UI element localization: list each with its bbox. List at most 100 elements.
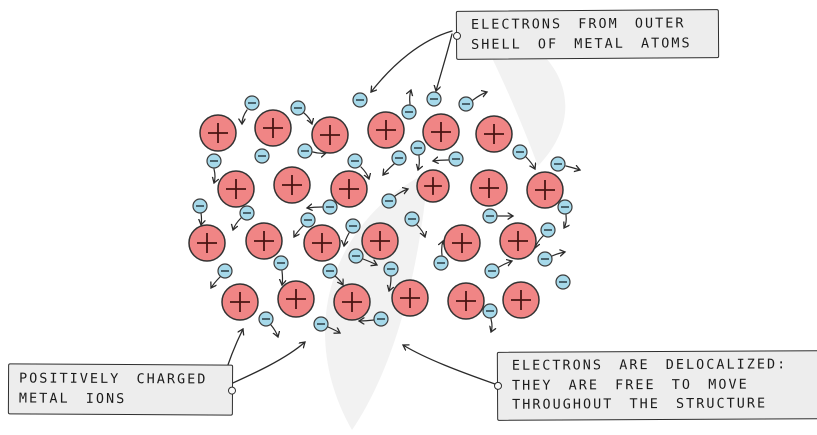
electron-motion-arrow xyxy=(334,275,343,285)
electron xyxy=(206,153,222,169)
electron xyxy=(482,303,498,319)
metal-ion xyxy=(273,166,311,204)
metal-ion xyxy=(443,224,481,262)
electron xyxy=(322,199,338,215)
callout-connector-dot xyxy=(493,382,503,391)
metal-ion xyxy=(416,169,450,203)
callout-text-line: ELECTRONS ARE DELOCALIZED: xyxy=(511,356,788,374)
metal-ion xyxy=(311,116,349,154)
watermark-shape xyxy=(325,172,428,430)
electrons-layer xyxy=(192,91,573,332)
electron xyxy=(348,248,364,264)
electron xyxy=(410,140,426,156)
electron xyxy=(401,104,417,120)
electron xyxy=(448,151,464,167)
metal-ion xyxy=(277,280,315,318)
electron xyxy=(557,199,573,215)
electron-motion-arrow xyxy=(214,168,215,183)
electron xyxy=(192,198,208,214)
callout-connector-dot xyxy=(452,31,462,40)
metal-ion xyxy=(254,109,292,147)
electron-motion-arrow xyxy=(491,318,492,332)
electron-motion-arrow xyxy=(344,232,350,246)
electron xyxy=(239,205,255,221)
electron xyxy=(484,263,500,279)
electron xyxy=(383,261,399,277)
metal-ion xyxy=(526,171,564,209)
electron xyxy=(381,193,397,209)
callout-text-line: SHELL OF METAL ATOMS xyxy=(471,34,692,53)
electron-motion-arrow xyxy=(383,163,395,175)
metal-ion xyxy=(333,283,371,321)
electron xyxy=(290,100,306,116)
electron-motion-arrow xyxy=(433,160,449,161)
electron-motion-arrow xyxy=(389,276,391,291)
callout-electrons-delocalized: ELECTRONS ARE DELOCALIZED: THEY ARE FREE… xyxy=(493,350,817,421)
electron-motion-arrow xyxy=(565,166,580,170)
electron xyxy=(540,222,556,238)
electron-motion-arrow xyxy=(472,92,487,101)
electron-motion-arrow xyxy=(394,189,408,197)
metal-ion xyxy=(475,115,513,153)
electron-motion-arrow xyxy=(282,270,283,285)
electron xyxy=(258,311,274,327)
electron-motion-arrow xyxy=(233,217,242,230)
electron-motion-arrow xyxy=(551,252,565,256)
metal-ion xyxy=(361,222,399,260)
electron xyxy=(373,311,389,327)
metal-ion xyxy=(221,283,259,321)
callout-arrow xyxy=(436,33,453,91)
electron xyxy=(322,263,338,279)
electron xyxy=(458,96,474,112)
electron xyxy=(244,95,260,111)
callout-connector-dot xyxy=(227,386,237,395)
electron-motion-arrow xyxy=(418,155,419,170)
electron xyxy=(254,148,270,164)
metal-ion xyxy=(199,114,237,152)
electron xyxy=(347,153,363,169)
electron xyxy=(404,211,420,227)
metal-ion xyxy=(391,279,429,317)
electron-motion-arrow xyxy=(294,225,304,237)
electron xyxy=(512,144,528,160)
electron xyxy=(537,251,553,267)
metal-ion xyxy=(499,222,537,260)
callout-arrow xyxy=(371,30,453,92)
callout-positively-charged-metal-ions: POSITIVELY CHARGED METAL IONS xyxy=(7,363,237,416)
electron xyxy=(433,255,449,271)
callout-arrow xyxy=(403,345,496,385)
metal-ion xyxy=(422,113,460,151)
callout-electrons-from-outer-shell: ELECTRONS FROM OUTER SHELL OF METAL ATOM… xyxy=(452,9,720,61)
callout-text-line: METAL IONS xyxy=(18,390,127,407)
electron xyxy=(550,156,566,172)
electron-motion-arrow xyxy=(303,112,312,124)
metal-ion xyxy=(330,170,368,208)
electron-motion-arrow xyxy=(498,261,512,268)
electron-motion-arrow xyxy=(525,156,535,169)
electron xyxy=(217,263,233,279)
metal-ion xyxy=(447,282,485,320)
electron xyxy=(273,255,289,271)
metal-ions-layer xyxy=(188,109,564,321)
electron xyxy=(352,92,368,108)
electron-motion-arrow xyxy=(211,276,221,288)
electron-motion-arrow xyxy=(201,212,202,225)
electron xyxy=(297,143,313,159)
metal-ion xyxy=(217,170,255,208)
electron xyxy=(555,274,571,290)
electron-motion-arrow xyxy=(270,324,278,337)
callout-text-line: THROUGHOUT THE STRUCTURE xyxy=(512,395,768,413)
metal-ion xyxy=(303,224,341,262)
electron-motion-arrow xyxy=(312,152,326,153)
metal-ion xyxy=(502,281,540,319)
callout-text-line: ELECTRONS FROM OUTER xyxy=(470,15,686,33)
callout-arrow xyxy=(223,342,305,388)
metal-ion xyxy=(470,169,508,207)
electron-motion-arrow xyxy=(359,320,375,321)
callout-text-line: POSITIVELY CHARGED xyxy=(19,370,208,388)
metal-ion xyxy=(188,224,226,262)
electron xyxy=(391,150,407,166)
electron-motion-arrow xyxy=(307,207,323,208)
